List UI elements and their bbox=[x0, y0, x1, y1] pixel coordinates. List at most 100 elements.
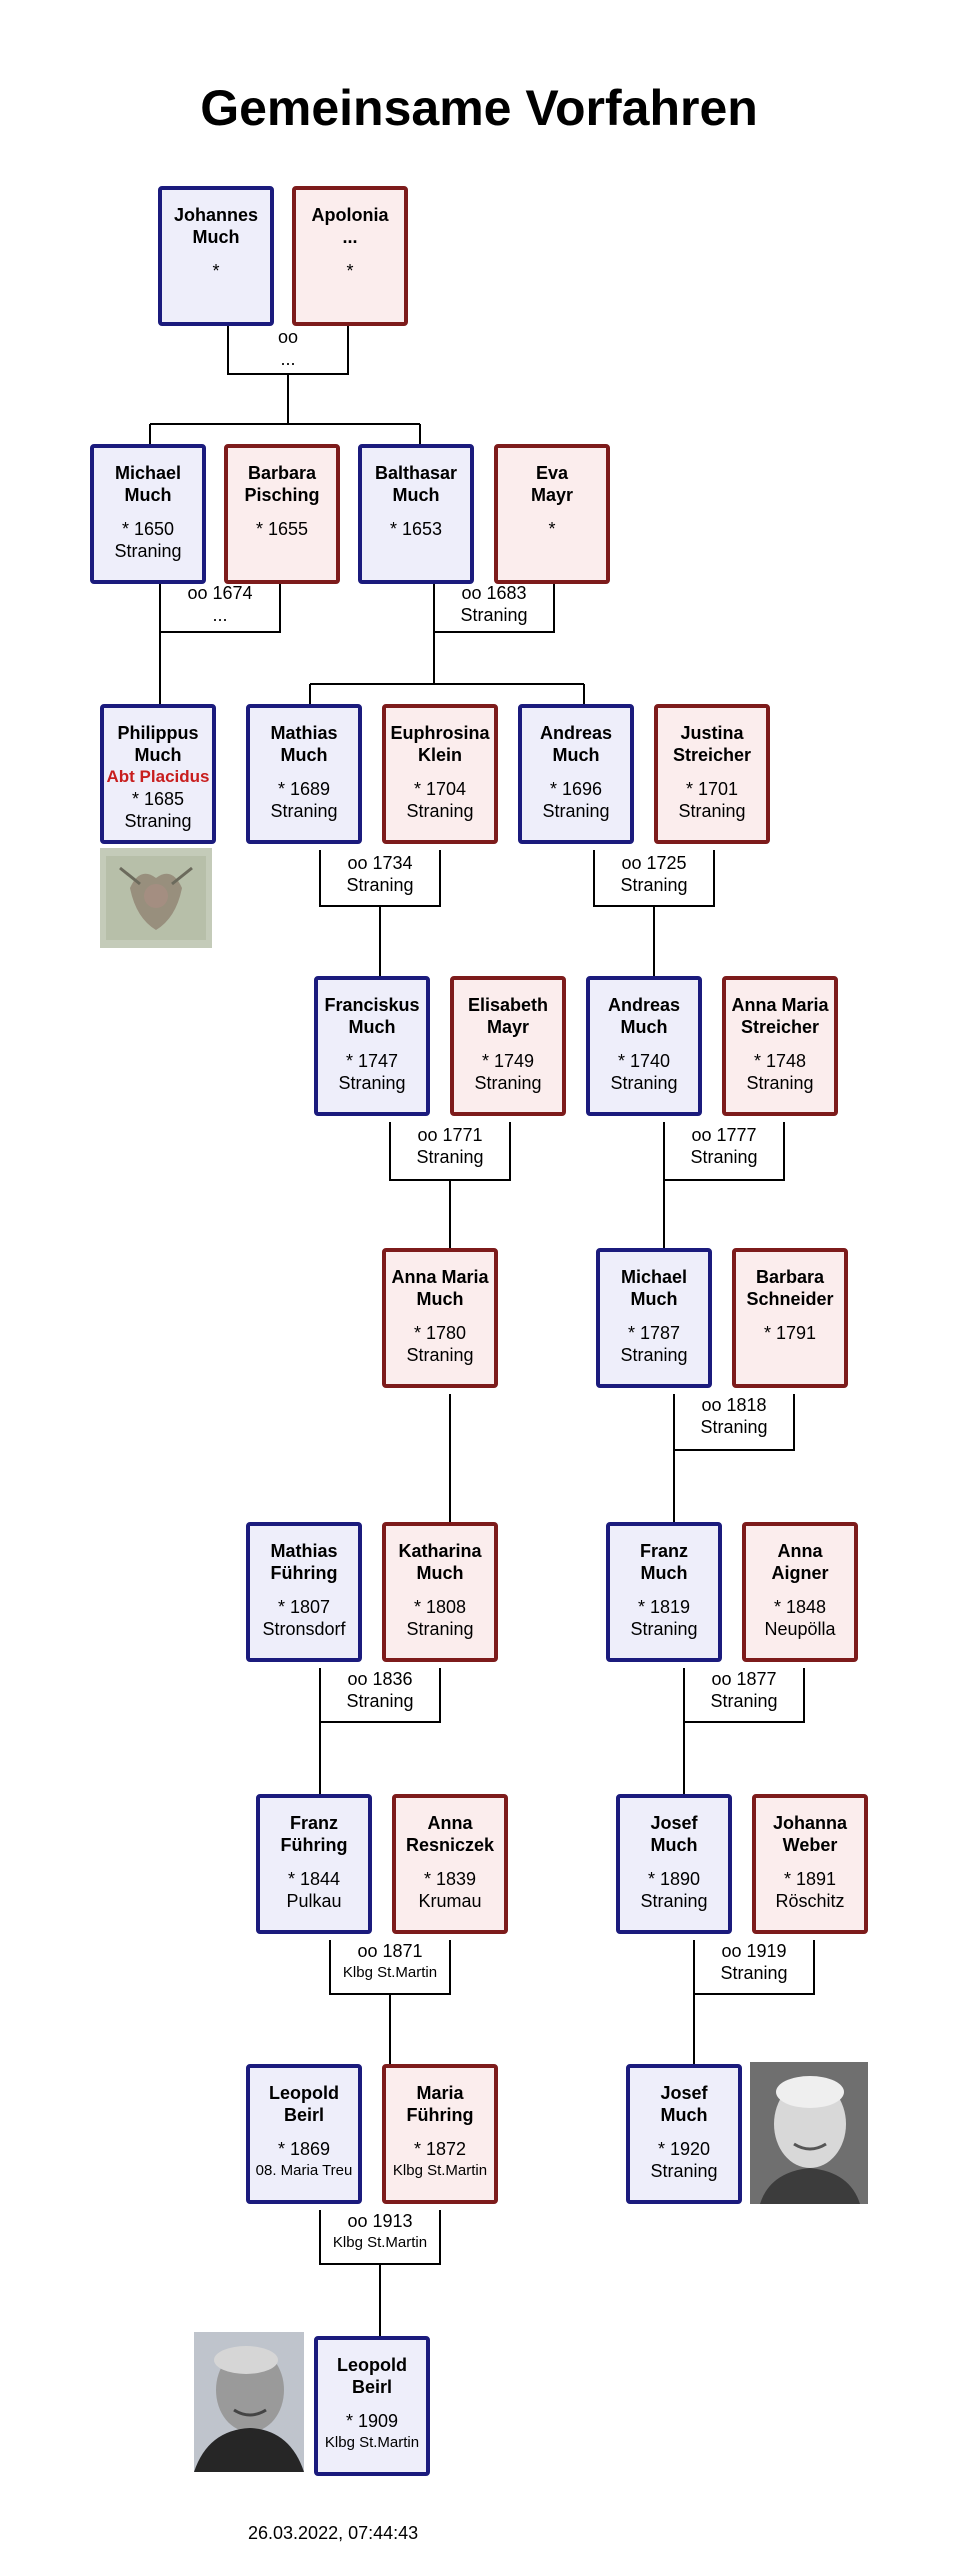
person-birth: * 1701 bbox=[685, 779, 739, 799]
person-last-name: Much bbox=[552, 745, 600, 765]
person-first-name: Katharina bbox=[398, 1541, 482, 1561]
person-place: Straning bbox=[270, 801, 338, 821]
person-place: Klbg St.Martin bbox=[324, 2434, 420, 2451]
person-last-name: Much bbox=[280, 745, 328, 765]
person-first-name: Anna bbox=[427, 1813, 473, 1833]
marriage-date: oo 1725 bbox=[621, 853, 687, 873]
person-birth: * 1808 bbox=[413, 1597, 467, 1617]
person-last-name: Much bbox=[660, 2105, 708, 2125]
marriage-place: Straning bbox=[460, 605, 528, 625]
marriage-date: oo 1734 bbox=[347, 853, 413, 873]
person-last-name: ... bbox=[342, 227, 358, 247]
marriage-date: oo 1683 bbox=[461, 583, 527, 603]
person-first-name: Barbara bbox=[755, 1267, 825, 1287]
person-first-name: Elisabeth bbox=[467, 995, 549, 1015]
person-last-name: Führing bbox=[280, 1835, 348, 1855]
person-place: Straning bbox=[630, 1619, 698, 1639]
person-last-name: Much bbox=[640, 1563, 688, 1583]
person-first-name: Franz bbox=[639, 1541, 688, 1561]
portrait-photo bbox=[194, 2332, 304, 2472]
person-last-name: Much bbox=[192, 227, 240, 247]
person-last-name: Much bbox=[416, 1289, 464, 1309]
person-birth: * 1747 bbox=[345, 1051, 399, 1071]
marriage-place: Straning bbox=[700, 1417, 768, 1437]
person-place: Straning bbox=[406, 1619, 474, 1639]
person-birth: * 1650 bbox=[121, 519, 175, 539]
person-birth: * 1891 bbox=[783, 1869, 837, 1889]
marriage-label: oo 1836 Straning bbox=[310, 1668, 450, 1712]
person-place: Straning bbox=[338, 1073, 406, 1093]
marriage-place: ... bbox=[212, 605, 228, 625]
person-first-name: Mathias bbox=[270, 1541, 338, 1561]
person-place: Straning bbox=[406, 801, 474, 821]
person-first-name: Josef bbox=[660, 2083, 708, 2103]
marriage-date: oo 1877 bbox=[711, 1669, 777, 1689]
marriage-label: oo 1913 Klbg St.Martin bbox=[310, 2210, 450, 2254]
person-place: Röschitz bbox=[775, 1891, 845, 1911]
person-first-name: Barbara bbox=[247, 463, 317, 483]
person-place: Straning bbox=[640, 1891, 708, 1911]
marriage-label: oo 1683 Straning bbox=[424, 582, 564, 626]
person-first-name: Andreas bbox=[607, 995, 681, 1015]
marriage-label: oo 1674 ... bbox=[150, 582, 290, 626]
person-birth: * 1780 bbox=[413, 1323, 467, 1343]
person-place: Straning bbox=[114, 541, 182, 561]
person-place: Straning bbox=[620, 1345, 688, 1365]
marriage-label: oo 1725 Straning bbox=[584, 852, 724, 896]
person-birth: * 1909 bbox=[345, 2411, 399, 2431]
person-last-name: Führing bbox=[270, 1563, 338, 1583]
person-last-name: Resniczek bbox=[405, 1835, 495, 1855]
person-place: Stronsdorf bbox=[262, 1619, 346, 1639]
marriage-place: Klbg St.Martin bbox=[332, 2234, 428, 2251]
marriage-label: oo ... bbox=[218, 326, 358, 370]
person-last-name: Much bbox=[650, 1835, 698, 1855]
marriage-date: oo 1836 bbox=[347, 1669, 413, 1689]
marriage-date: oo 1674 bbox=[187, 583, 253, 603]
person-birth: * bbox=[212, 261, 220, 281]
marriage-label: oo 1919 Straning bbox=[684, 1940, 824, 1984]
timestamp: 26.03.2022, 07:44:43 bbox=[248, 2523, 419, 2543]
person-birth: * 1791 bbox=[763, 1323, 817, 1343]
person-birth: * 1696 bbox=[549, 779, 603, 799]
person-first-name: Franz bbox=[289, 1813, 338, 1833]
person-first-name: Balthasar bbox=[374, 463, 458, 483]
person-place: Straning bbox=[610, 1073, 678, 1093]
person-last-name: Streicher bbox=[740, 1017, 820, 1037]
marriage-label: oo 1777 Straning bbox=[654, 1124, 794, 1168]
person-first-name: Eva bbox=[535, 463, 569, 483]
person-birth: * 1704 bbox=[413, 779, 467, 799]
person-card[interactable]: Apolonia... * bbox=[292, 186, 408, 326]
marriage-date: oo 1871 bbox=[357, 1941, 423, 1961]
person-last-name: Much bbox=[124, 485, 172, 505]
person-last-name: Weber bbox=[782, 1835, 838, 1855]
